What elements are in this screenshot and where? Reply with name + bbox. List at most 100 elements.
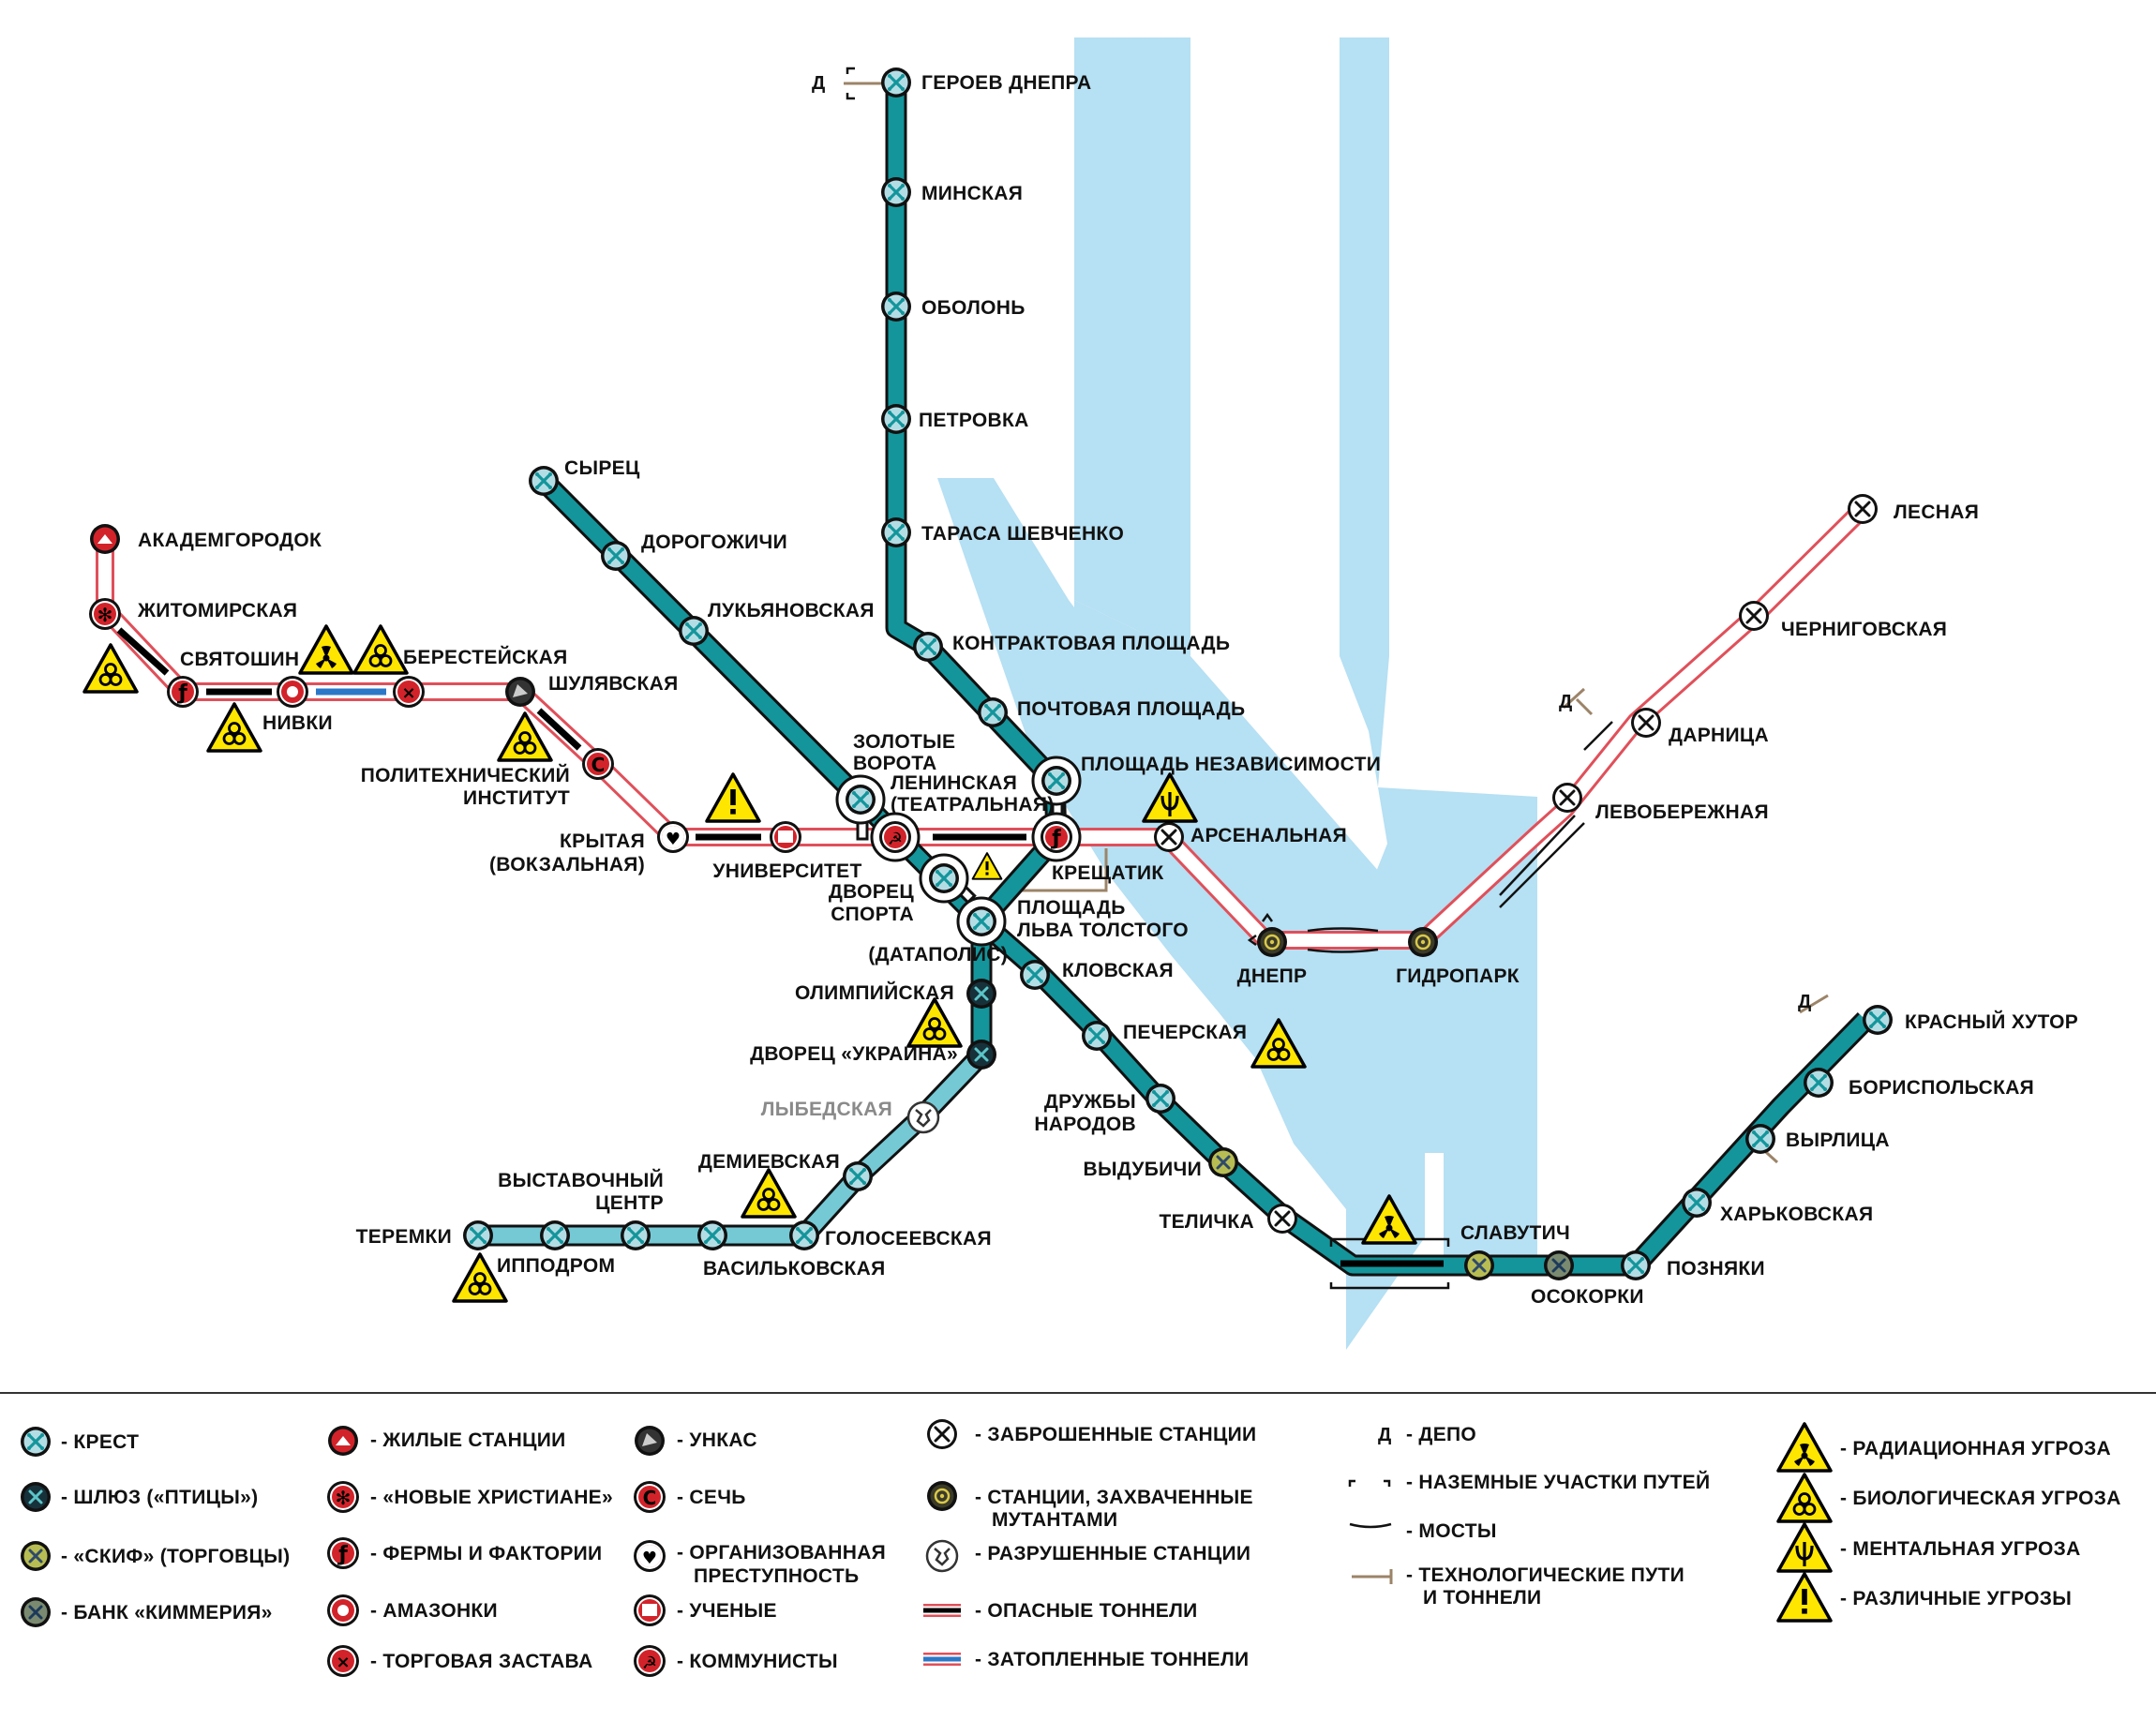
label-beresteyskaya: БЕРЕСТЕЙСКАЯ — [403, 646, 568, 668]
skif-icon — [19, 1539, 52, 1573]
legend-tekh-1: - ТЕХНОЛОГИЧЕСКИЕ ПУТИ — [1406, 1564, 1684, 1586]
station-labels: ГЕРОЕВ ДНЕПРА МИНСКАЯ ОБОЛОНЬ ПЕТРОВКА Т… — [137, 72, 2078, 1308]
station-vasilkovskaya[interactable] — [696, 1219, 729, 1252]
station-dvorets-ukraina[interactable] — [965, 1038, 998, 1071]
station-lybedskaya[interactable] — [906, 1100, 940, 1134]
station-vystavochny[interactable] — [619, 1219, 652, 1252]
station-vydubichi[interactable] — [1206, 1145, 1240, 1179]
station-goloseevskaya[interactable] — [787, 1219, 821, 1252]
station-telichka[interactable] — [1265, 1202, 1299, 1235]
label-shulyavskaya: ШУЛЯВСКАЯ — [548, 673, 679, 695]
general-hazard-icon — [1778, 1574, 1831, 1621]
legend-mentalnaya: - МЕНТАЛЬНАЯ УГРОЗА — [1840, 1538, 2081, 1560]
label-zolotye-2: ВОРОТА — [853, 753, 937, 774]
mental-hazard-icon — [1778, 1524, 1831, 1571]
label-vasilkovskaya: ВАСИЛЬКОВСКАЯ — [703, 1258, 886, 1280]
station-vyrlitsa[interactable] — [1744, 1122, 1777, 1156]
station-krasny-khutor[interactable] — [1861, 1003, 1894, 1037]
station-syrets[interactable] — [527, 464, 561, 498]
station-pochtovaya[interactable] — [976, 696, 1010, 729]
label-geroev-dnepra: ГЕРОЕВ ДНЕПРА — [921, 72, 1091, 94]
station-kharkovskaya[interactable] — [1680, 1186, 1714, 1220]
station-lesnaya[interactable] — [1846, 492, 1879, 526]
depot-label: Д — [1798, 992, 1811, 1012]
station-osokorki[interactable] — [1542, 1249, 1576, 1282]
label-demievskaya: ДЕМИЕВСКАЯ — [698, 1151, 840, 1173]
station-chernigovskaya[interactable] — [1737, 599, 1771, 633]
bank-icon — [19, 1595, 52, 1629]
station-druzhby[interactable] — [1144, 1082, 1177, 1115]
station-borispolskaya[interactable] — [1802, 1066, 1835, 1100]
label-datapolis: (ДАТАПОЛИС) — [868, 944, 1008, 965]
legend-sech: - СЕЧЬ — [677, 1487, 746, 1508]
svg-text:♥: ♥ — [642, 1549, 657, 1568]
depot-label: Д — [1559, 692, 1572, 712]
station-obolon[interactable] — [879, 290, 913, 323]
label-chernigovskaya: ЧЕРНИГОВСКАЯ — [1781, 619, 1947, 640]
destroyed-icon — [925, 1539, 959, 1573]
label-vyrlitsa: ВЫРЛИЦА — [1786, 1130, 1890, 1151]
legend-shlyuz: - ШЛЮЗ («ПТИЦЫ») — [61, 1487, 258, 1508]
label-arsenalnaya: АРСЕНАЛЬНАЯ — [1190, 825, 1347, 846]
label-darnitsa: ДАРНИЦА — [1669, 725, 1769, 746]
station-kontraktovaya[interactable] — [911, 630, 945, 664]
station-petrovka[interactable] — [879, 402, 913, 436]
label-krytaya-1: КРЫТАЯ — [560, 831, 645, 852]
label-osokorki: ОСОКОРКИ — [1531, 1286, 1644, 1308]
station-dorogozhichi[interactable] — [599, 539, 633, 573]
legend-novye-khristiane: - «НОВЫЕ ХРИСТИАНЕ» — [370, 1487, 613, 1508]
label-leninskaya-2: (ТЕАТРАЛЬНАЯ) — [891, 794, 1055, 816]
label-minskaya: МИНСКАЯ — [921, 183, 1023, 204]
label-zolotye-1: ЗОЛОТЫЕ — [853, 731, 955, 753]
shlyuz-icon — [19, 1480, 52, 1514]
svg-text:ƒ: ƒ — [337, 1543, 348, 1566]
station-gidropark[interactable] — [1406, 925, 1440, 959]
station-ploshchad-nez[interactable] — [1040, 764, 1073, 798]
svg-text:♥: ♥ — [666, 830, 681, 849]
station-ippodrom[interactable] — [538, 1219, 572, 1252]
label-akademgorodok: АКАДЕМГОРОДОК — [138, 530, 322, 551]
station-tarasa[interactable] — [879, 516, 913, 549]
station-geroev-dnepra[interactable] — [879, 66, 913, 99]
legend-zakhvachennye-1: - СТАНЦИИ, ЗАХВАЧЕННЫЕ — [975, 1487, 1253, 1508]
station-zolotye[interactable] — [844, 783, 877, 816]
station-pecherskaya[interactable] — [1080, 1019, 1114, 1053]
legend-bank: - БАНК «КИММЕРИЯ» — [61, 1602, 273, 1624]
radiation-hazard-icon — [1778, 1424, 1831, 1471]
label-lva-tolstogo-1: ПЛОЩАДЬ — [1017, 897, 1126, 919]
station-klovskaya[interactable] — [1018, 958, 1052, 992]
label-vystavochny-1: ВЫСТАВОЧНЫЙ — [498, 1169, 664, 1191]
station-lukyanovskaya[interactable] — [677, 614, 711, 648]
station-arsenalnaya[interactable] — [1152, 820, 1186, 854]
station-demievskaya[interactable] — [841, 1160, 875, 1193]
bio-hazard-icon — [908, 999, 961, 1046]
station-teremki[interactable] — [461, 1219, 495, 1252]
station-olimpiyskaya[interactable] — [965, 977, 998, 1010]
station-darnitsa[interactable] — [1629, 706, 1663, 740]
station-slavutich[interactable] — [1462, 1249, 1496, 1282]
legend-fermy: - ФЕРМЫ И ФАКТОРИИ — [370, 1543, 602, 1564]
legend-amazonki: - АМАЗОНКИ — [370, 1600, 498, 1622]
station-poznyaki[interactable] — [1619, 1249, 1653, 1282]
label-olimpiyskaya: ОЛИМПИЙСКАЯ — [795, 981, 954, 1004]
label-dvorets-sporta-1: ДВОРЕЦ — [829, 881, 914, 903]
legend-tekh-2: И ТОННЕЛИ — [1423, 1587, 1541, 1609]
station-dnepr[interactable] — [1255, 925, 1289, 959]
bio-hazard-icon — [84, 645, 137, 692]
label-svyatoshin: СВЯТОШИН — [180, 649, 299, 670]
label-universitet: УНИВЕРСИТЕТ — [712, 860, 861, 882]
label-politekh-2: ИНСТИТУТ — [463, 787, 570, 809]
legend-opasnye: - ОПАСНЫЕ ТОННЕЛИ — [975, 1600, 1198, 1622]
legend-depo: - ДЕПО — [1406, 1424, 1476, 1445]
legend-zatoplennye: - ЗАТОПЛЕННЫЕ ТОННЕЛИ — [975, 1649, 1249, 1670]
station-dvorets-sporta[interactable] — [927, 861, 961, 895]
station-minskaya[interactable] — [879, 175, 913, 209]
legend-zhilye: - ЖИЛЫЕ СТАНЦИИ — [370, 1429, 566, 1451]
station-levoberezhnaya[interactable] — [1550, 781, 1584, 815]
label-klovskaya: КЛОВСКАЯ — [1062, 960, 1174, 981]
bridge-swatch — [1349, 1522, 1392, 1529]
label-slavutich: СЛАВУТИЧ — [1460, 1222, 1570, 1244]
svg-text:☭: ☭ — [642, 1654, 657, 1673]
station-lva-tolstogo[interactable] — [965, 905, 998, 938]
